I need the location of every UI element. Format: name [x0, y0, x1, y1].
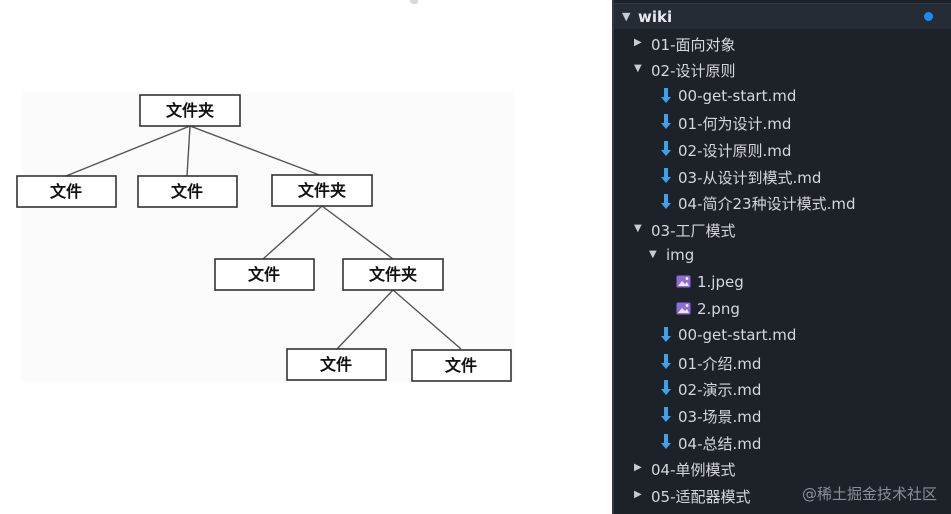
tree-row-md[interactable]: 01-何为设计.md: [614, 109, 951, 135]
edge-root-folder: [189, 125, 323, 177]
markdown-download-icon: [661, 433, 671, 449]
node-l2-0-box: [214, 258, 315, 291]
edge-folder-subfolder: [321, 205, 394, 260]
tree-row-md[interactable]: 02-演示.md: [614, 375, 951, 401]
explorer-root-label: wiki: [638, 8, 673, 26]
markdown-download-icon: [661, 406, 671, 422]
tree-row-md[interactable]: 04-总结.md: [614, 429, 951, 455]
node-l2-1-box: [342, 258, 444, 291]
edge-subfolder-file-b: [392, 289, 462, 350]
tree-row-md[interactable]: 01-介绍.md: [614, 349, 951, 375]
node-l1-2-label: 文件夹: [298, 181, 346, 200]
node-l1-2-box: [271, 174, 373, 207]
markdown-download-icon: [661, 114, 671, 130]
tree-row-md[interactable]: 00-get-start.md: [614, 322, 951, 348]
decorative-dot: [410, 0, 418, 4]
caret-down-icon[interactable]: ▼: [634, 222, 642, 234]
tree-row-md[interactable]: 02-设计原则.md: [614, 136, 951, 162]
caret-right-icon[interactable]: ▶: [634, 488, 642, 500]
node-l1-0-box: [16, 175, 117, 208]
tree-item-label: 04-总结.md: [678, 434, 762, 453]
node-l3-0-label: 文件: [320, 355, 352, 374]
tree-row-md[interactable]: 03-从设计到模式.md: [614, 163, 951, 189]
tree-row-md[interactable]: 03-场景.md: [614, 402, 951, 428]
tree-item-label: 01-面向对象: [651, 35, 736, 54]
node-l3-0-box: [286, 348, 387, 381]
caret-down-icon[interactable]: ▼: [649, 249, 657, 261]
tree-item-label: 03-从设计到模式.md: [678, 168, 822, 187]
node-root-box: [139, 94, 241, 127]
tree-item-label: 02-设计原则.md: [678, 141, 792, 160]
markdown-download-icon: [661, 167, 671, 183]
image-file-icon: [676, 275, 691, 288]
node-l1-1-label: 文件: [171, 182, 203, 201]
edge-root-file-b: [186, 125, 191, 177]
tree-item-label: 03-场景.md: [678, 407, 762, 426]
markdown-download-icon: [661, 140, 671, 156]
caret-right-icon[interactable]: ▶: [634, 36, 642, 48]
node-l2-0-label: 文件: [248, 265, 280, 284]
tree-row-folder[interactable]: ▼ 02-设计原则: [614, 56, 951, 82]
tree-item-label: 03-工厂模式: [651, 221, 736, 240]
markdown-download-icon: [661, 87, 671, 103]
folder-tree-diagram: 文件夹 文件 文件 文件夹 文件 文件夹 文件 文件: [16, 0, 514, 382]
tree-row-folder[interactable]: ▶ 01-面向对象: [614, 30, 951, 56]
markdown-download-icon: [661, 353, 671, 369]
tree-item-label: 01-介绍.md: [678, 354, 762, 373]
edge-root-file-a: [65, 125, 191, 177]
markdown-download-icon: [661, 194, 671, 210]
markdown-download-icon: [661, 380, 671, 396]
tree-row-folder[interactable]: ▶ 04-单例模式: [614, 455, 951, 481]
node-l1-1-box: [137, 175, 238, 208]
tree-row-folder[interactable]: ▼ img: [614, 242, 951, 268]
tree-item-label: 00-get-start.md: [678, 326, 797, 345]
tree-item-label: 02-设计原则: [651, 62, 736, 81]
caret-right-icon[interactable]: ▶: [634, 462, 642, 474]
active-indicator-dot: [924, 12, 933, 21]
node-l2-1-label: 文件夹: [369, 265, 417, 284]
tree-diagram-svg: 文件夹 文件 文件 文件夹 文件 文件夹 文件 文件: [16, 92, 514, 382]
tree-row-folder[interactable]: ▶ 05-适配器模式: [614, 482, 951, 508]
tree-item-label: 05-适配器模式: [651, 487, 751, 506]
node-l1-0-label: 文件: [50, 182, 82, 201]
node-l3-1-label: 文件: [445, 356, 477, 375]
tree-row-image[interactable]: 1.jpeg: [614, 269, 951, 295]
edge-folder-file: [262, 205, 323, 260]
explorer-root-row[interactable]: ▼ wiki: [614, 3, 951, 29]
caret-down-icon[interactable]: ▼: [634, 63, 642, 75]
node-root-label: 文件夹: [166, 101, 214, 120]
file-explorer: ▼ wiki ▶ 01-面向对象 ▼ 02-设计原则 00-get-start.md 01…: [612, 0, 951, 514]
caret-down-icon[interactable]: ▼: [622, 10, 631, 23]
image-file-icon: [676, 302, 691, 314]
tree-item-label: 00-get-start.md: [678, 86, 797, 105]
tree-item-label: 2.png: [697, 299, 740, 318]
tree-row-image[interactable]: 2.png: [614, 296, 951, 322]
tree-row-md[interactable]: 04-简介23种设计模式.md: [614, 189, 951, 215]
tree-item-label: 04-单例模式: [651, 461, 736, 480]
diagram-background: [22, 92, 514, 382]
tree-item-label: img: [666, 246, 695, 265]
tree-row-md[interactable]: 00-get-start.md: [614, 83, 951, 109]
connector-lines: [65, 125, 462, 350]
tree-item-label: 1.jpeg: [697, 272, 744, 291]
node-l3-1-box: [411, 349, 512, 382]
edge-subfolder-file-a: [336, 289, 394, 350]
tree-item-label: 02-演示.md: [678, 381, 762, 400]
markdown-download-icon: [661, 327, 671, 343]
watermark-text: @稀土掘金技术社区: [801, 485, 937, 503]
tree-item-label: 01-何为设计.md: [678, 115, 792, 134]
tree-row-folder[interactable]: ▼ 03-工厂模式: [614, 216, 951, 242]
tree-item-label: 04-简介23种设计模式.md: [678, 195, 856, 214]
